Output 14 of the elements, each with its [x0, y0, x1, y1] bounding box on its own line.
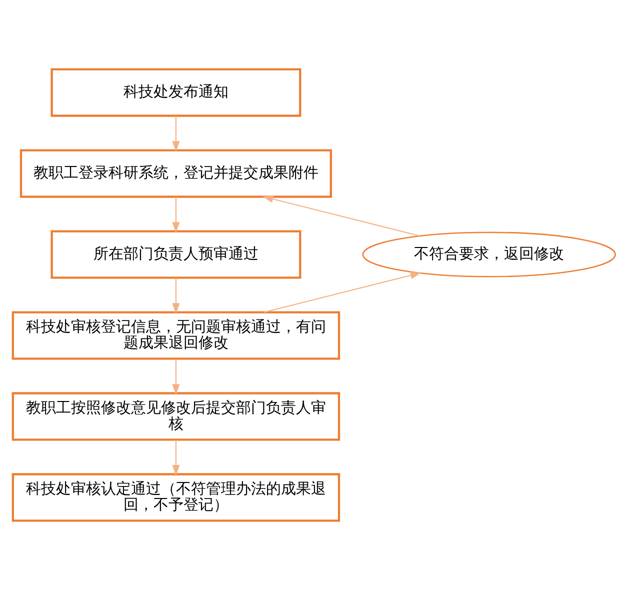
- arrow: [172, 196, 180, 232]
- node-box: 教职工按照修改意见修改后提交部门负责人审核: [12, 392, 340, 440]
- arrow: [172, 358, 180, 394]
- arrow: [172, 116, 180, 152]
- arrow: [264, 271, 422, 312]
- arrow: [172, 439, 180, 476]
- node-box: 所在部门负责人预审通过: [50, 230, 302, 278]
- node-ellipse: 不符合要求，返回修改: [362, 231, 616, 277]
- node-box: 教职工登录科研系统，登记并提交成果附件: [20, 148, 332, 198]
- node-box: 科技处审核登记信息，无问题审核通过，有问题成果退回修改: [12, 310, 340, 360]
- node-box: 科技处审核认定通过（不符管理办法的成果退回，不予登记）: [12, 472, 340, 522]
- node-box: 科技处发布通知: [50, 68, 302, 116]
- arrow: [172, 277, 180, 314]
- arrow: [262, 194, 420, 236]
